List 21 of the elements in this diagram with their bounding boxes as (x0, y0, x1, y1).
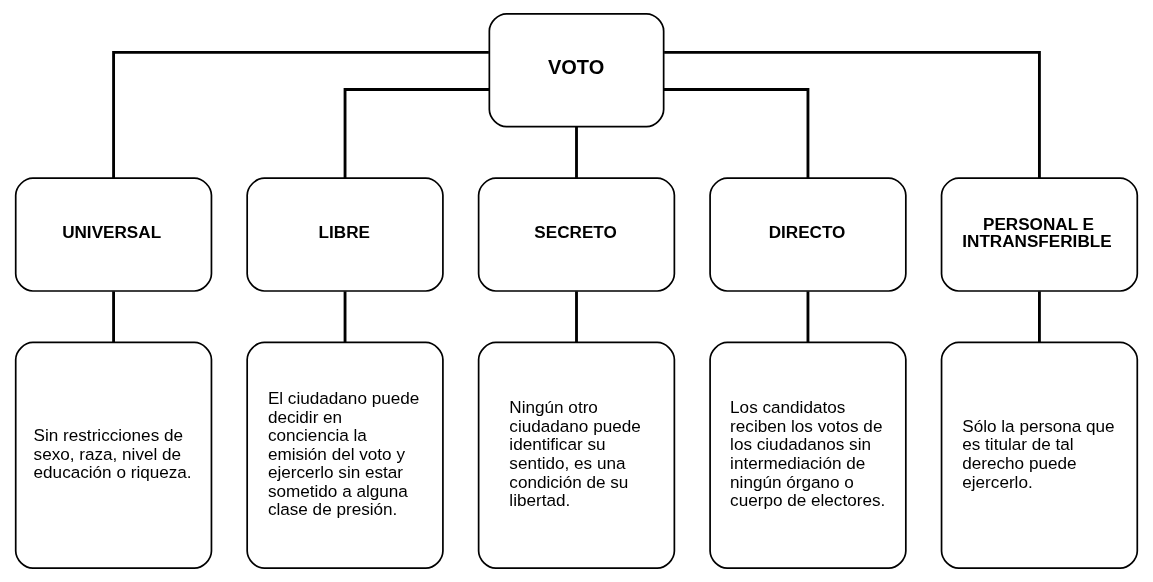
node-box: Sin restricciones de sexo, raza, nivel de educación o riqueza. (14, 341, 213, 570)
node-box: VOTO (488, 12, 665, 128)
node-box: DIRECTO (709, 177, 907, 292)
node-box: LIBRE (246, 177, 444, 292)
node-box: Ningún otro ciudadano puede identificar su sentido, es una condición de su libertad. (477, 341, 676, 570)
node-box: UNIVERSAL (14, 177, 213, 292)
connector (806, 291, 810, 342)
connector (343, 291, 347, 342)
node-box: PERSONAL E INTRANSFERIBLE (940, 177, 1139, 292)
connector (112, 50, 489, 178)
connector (112, 291, 115, 342)
connector (343, 88, 489, 179)
connector (664, 88, 810, 179)
node-box: SECRETO (477, 177, 676, 292)
node-box: Sólo la persona que es titular de tal derecho puede ejercerlo. (940, 341, 1139, 570)
connector (1038, 291, 1041, 342)
node-box: Los candidatos reciben los votos de los ciudadanos sin intermediación de ningún órgano o cuerpo de electores. (709, 341, 907, 570)
connector (664, 50, 1041, 178)
connector (575, 291, 578, 342)
node-box: El ciudadano puede decidir en conciencia la emisión del voto y ejercerlo sin estar sometido a alguna clase de presión. (246, 341, 444, 570)
connector (575, 126, 578, 178)
